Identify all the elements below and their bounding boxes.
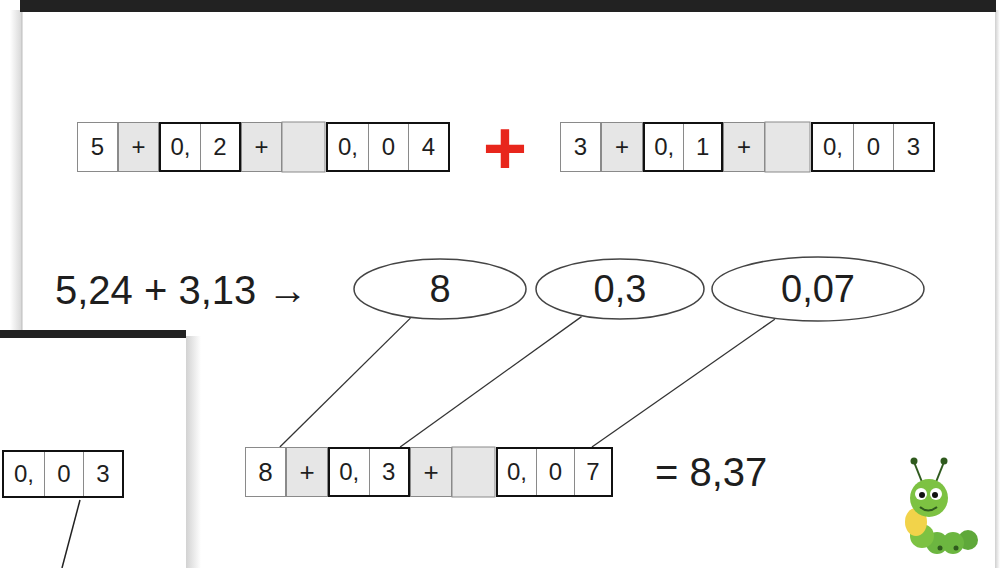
decimal-group: 0,1	[643, 122, 723, 172]
decimal-group: 0,04	[326, 122, 450, 172]
operator-cell: +	[118, 122, 159, 172]
cell-text: 0	[57, 462, 70, 486]
decimal-cell: 0	[44, 452, 83, 496]
cell-text: 0,	[823, 135, 843, 159]
cell-text: 5	[91, 135, 104, 159]
ellipse-text: 0,07	[781, 270, 855, 308]
decimal-group: 0,3	[328, 447, 410, 497]
cell-text: 0	[382, 135, 395, 159]
decimal-cell: 0,	[813, 124, 853, 170]
cell-text: 0,	[654, 135, 674, 159]
decimal-group: 0,07	[496, 447, 613, 497]
cell-text: 3	[96, 462, 109, 486]
ellipse-text: 0,3	[594, 270, 647, 308]
cell-text: +	[737, 135, 751, 159]
ellipse-shape	[354, 259, 526, 319]
connector-line	[280, 318, 411, 447]
decimal-cell: 0,	[328, 124, 368, 170]
sum-expression: 5,24 + 3,13 →	[55, 270, 307, 310]
cell-text: 0,	[339, 460, 359, 484]
digit-cell: 5	[77, 122, 118, 172]
decimal-cell: 0,	[4, 452, 44, 496]
decimal-group: 0,03	[811, 122, 935, 172]
sum-result: = 8,37	[655, 452, 767, 492]
cell-text: 0,	[338, 135, 358, 159]
decimal-cell: 0,	[161, 124, 200, 170]
decimal-cell: 0,	[498, 449, 536, 495]
ellipse-shape	[712, 257, 924, 321]
ellipse-text: 8	[429, 270, 450, 308]
decimal-group: 0,03	[2, 450, 124, 498]
plus-sign: +	[483, 110, 527, 186]
leader-line	[62, 500, 80, 568]
decimal-cell: 7	[574, 449, 611, 495]
cell-text: +	[131, 135, 145, 159]
slide-top-bar	[20, 0, 996, 12]
connector-line	[400, 317, 581, 447]
cell-text: 7	[586, 460, 599, 484]
decimal-cell: 3	[83, 452, 122, 496]
sum-ellipse: 8	[353, 258, 527, 320]
cell-text: 2	[213, 135, 226, 159]
cell-text: 4	[422, 135, 435, 159]
cell-text: +	[423, 459, 438, 485]
cell-text: 0	[549, 460, 562, 484]
connector-line	[592, 319, 775, 447]
decimal-cell: 0,	[645, 124, 683, 170]
decimal-cell: 3	[893, 124, 933, 170]
cell-text: 0,	[14, 462, 34, 486]
cell-text: +	[299, 459, 314, 485]
cell-text: +	[615, 135, 629, 159]
decimal-group: 0,2	[159, 122, 241, 172]
sum-ellipse: 0,3	[535, 258, 705, 320]
operator-cell: +	[601, 122, 643, 172]
caterpillar-mascot	[905, 458, 978, 555]
decimal-cell: 4	[408, 124, 448, 170]
digit-cell: 3	[560, 122, 601, 172]
cell-text: 8	[258, 459, 272, 485]
cell-text: 0,	[170, 135, 190, 159]
operator-cell: +	[410, 447, 452, 497]
cell-text: 3	[574, 135, 587, 159]
empty-cell	[282, 122, 325, 172]
cell-text: 3	[907, 135, 920, 159]
inset-top-bar	[0, 330, 186, 338]
ellipse-shape	[536, 259, 704, 319]
cell-text: 1	[696, 135, 709, 159]
slide-shadow	[995, 10, 1000, 568]
decimal-cell: 0	[853, 124, 893, 170]
cell-text: 0,	[507, 460, 527, 484]
cell-text: 3	[382, 460, 395, 484]
inset-panel	[0, 330, 186, 568]
decimal-cell: 1	[683, 124, 721, 170]
cell-text: 0	[867, 135, 880, 159]
decimal-cell: 2	[200, 124, 239, 170]
operator-cell: +	[723, 122, 765, 172]
inset-shadow	[185, 336, 201, 568]
operator-cell: +	[241, 122, 282, 172]
empty-cell	[452, 447, 495, 497]
digit-cell: 8	[245, 447, 286, 497]
sum-ellipse: 0,07	[711, 256, 925, 322]
decimal-cell: 3	[369, 449, 409, 495]
decimal-cell: 0	[536, 449, 574, 495]
operator-cell: +	[286, 447, 328, 497]
cell-text: +	[254, 135, 268, 159]
decimal-cell: 0,	[330, 449, 369, 495]
decimal-cell: 0	[368, 124, 408, 170]
empty-cell	[765, 122, 810, 172]
